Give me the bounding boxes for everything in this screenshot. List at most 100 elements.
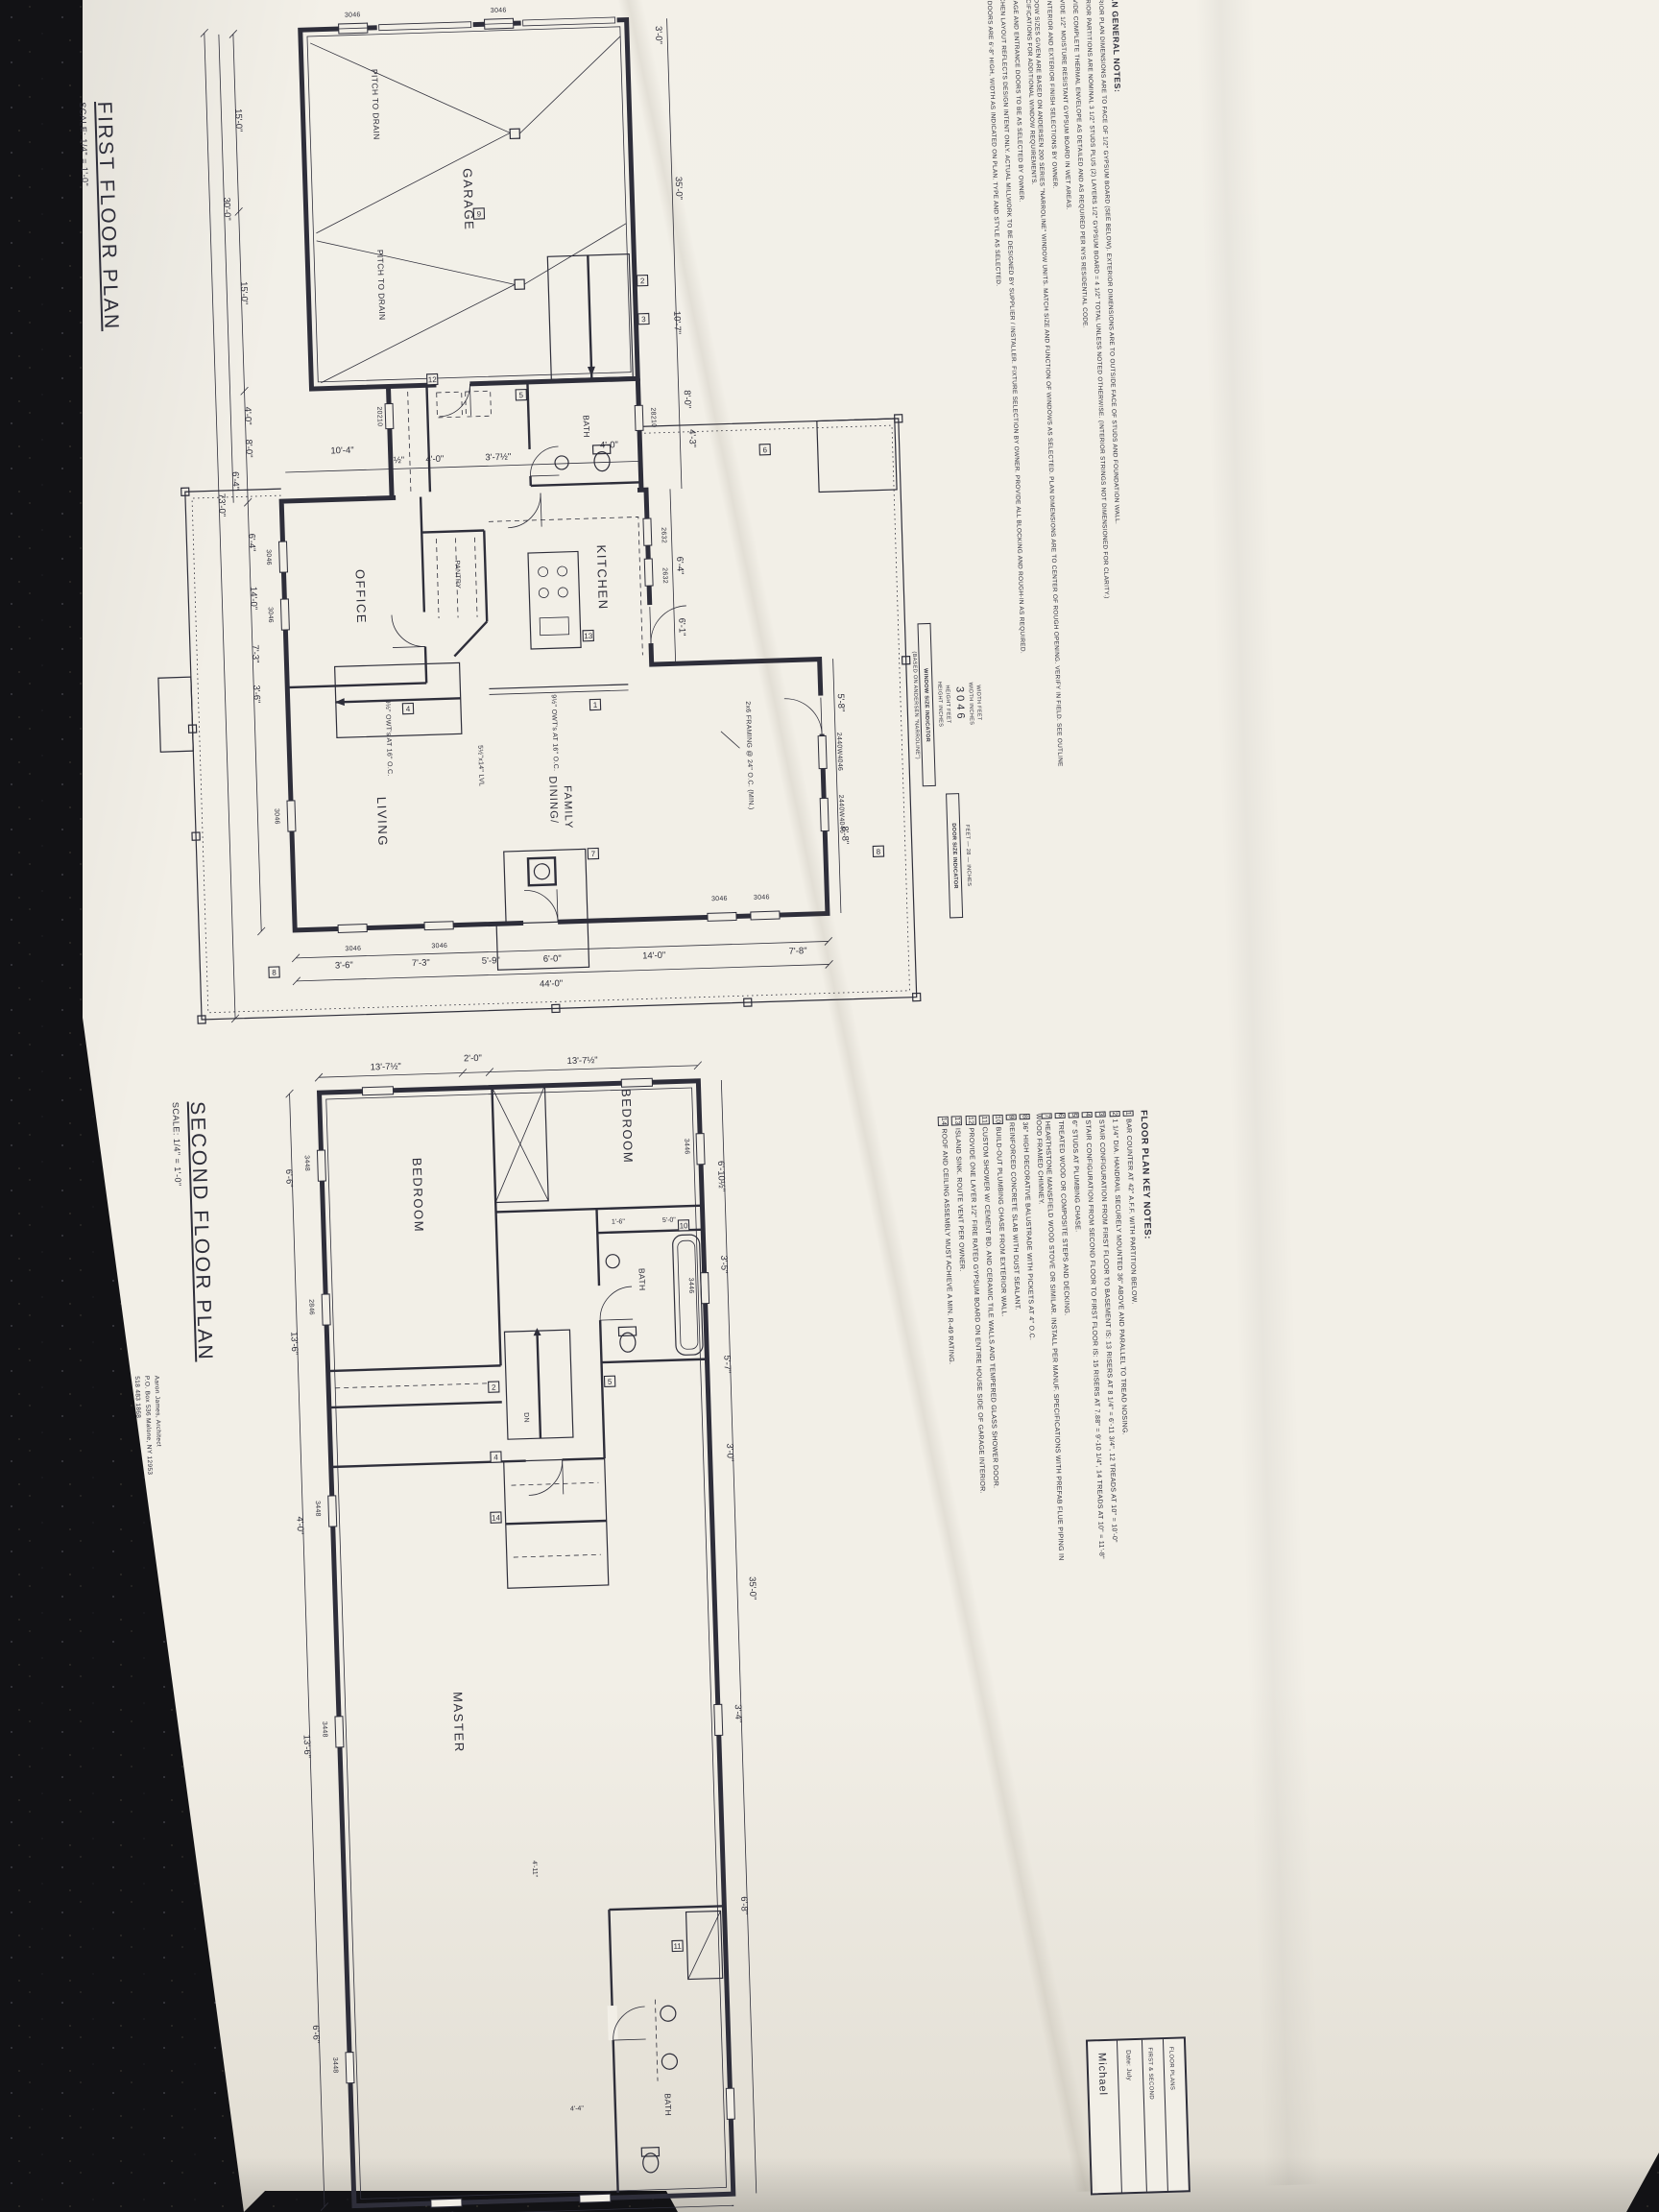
key-note-tag: 6 [758,444,771,456]
keynote-number: 6 [1054,1112,1066,1119]
keynote-text: REINFORCED CONCRETE SLAB WITH DUST SEALA… [1007,1121,1021,1310]
dim-label: 14'-0" [642,950,666,962]
dim-label: 7'-3" [250,644,261,662]
keynote-number: 1 [1122,1110,1134,1118]
dim-label: 15'-0" [238,281,250,305]
window-label: 3446 [683,1139,690,1155]
window-label: 3046 [491,7,507,14]
keynote-text: 6" STUDS AT PLUMBING CHASE. [1070,1119,1081,1233]
sf-interior-walls [327,1085,725,2194]
keynote-number: 3 [1095,1111,1107,1118]
key-note-tag: 1 [589,698,602,711]
deck-steps-left [157,676,194,753]
page-title: FIRST FLOOR PLAN [93,101,123,332]
dim-label: 4'-11" [531,1861,539,1878]
dim-label: 8'-0" [682,390,693,408]
architect-stamp: Aaron James, Architect P.O. Box 536 Malo… [132,1376,166,1550]
keynote-number: 7 [1041,1113,1052,1119]
dim-label: 4'-0" [600,440,618,451]
window-label: 2632 [660,527,667,543]
key-note-tag: 7 [587,847,600,860]
svg-text:7: 7 [591,850,596,858]
svg-text:2: 2 [492,1383,496,1392]
dim-label: 6'-8" [738,1896,750,1914]
key-note-tag: 8 [268,966,280,978]
key-note-tag: 12 [426,373,439,386]
second-floor-plan-drawing: BEDROOM BEDROOM MASTER BATH BATH DN 3448… [283,1053,757,2212]
key-note-tag: 5 [515,388,528,401]
room-label-dining: DINING/ [546,776,560,824]
stair-direction-label: DN [522,1412,529,1423]
svg-text:2: 2 [640,276,645,285]
key-note-tag: 2 [488,1381,500,1393]
keynote-number: 4 [1081,1111,1094,1118]
dim-label: 3'-6" [335,960,353,972]
dim-label: 15'-0" [232,108,244,132]
window-label: 3448 [331,2057,339,2074]
window-label: 3448 [314,1501,322,1517]
dim-label: 6'-6" [283,1169,295,1188]
office-walls [287,496,430,689]
key-note-tag: 3 [637,312,650,325]
dim-label: 35'-0" [673,177,685,201]
dim-label: 13'-7½" [371,1061,401,1072]
title-block: Michael Date: July FIRST & SECOND FLOOR … [1085,2036,1190,2196]
joist-callout: 9½" OWT's AT 16" O.C. [550,694,561,771]
room-label-bath: BATH [662,2093,673,2116]
room-label-family: FAMILY [562,785,574,830]
key-note-tag: 13 [582,629,594,642]
dim-label: 13'-6" [288,1332,300,1356]
dim-label: 4'-3" [686,429,698,447]
dimension-lines [200,18,842,1023]
window-label: 28210 [649,407,657,427]
dim-label: 14'-0" [248,587,259,611]
dim-label: 73'-0" [216,493,228,517]
svg-text:6: 6 [762,445,767,454]
key-note-tag: 4 [490,1451,502,1463]
key-note-tag: 4 [401,702,415,715]
room-label-master: MASTER [450,1692,467,1753]
window-label: 2846 [307,1299,315,1315]
second-floor-plan-title: SECOND FLOOR PLAN SCALE: 1/4" = 1'-0" [171,1101,219,1448]
room-label-bedroom: BEDROOM [410,1158,426,1234]
sf-stair [503,1328,574,1440]
dim-label: 4'-4" [570,2105,585,2112]
dim-label: 5'-0" [662,1217,677,1224]
room-label-bath: BATH [582,415,592,438]
mudroom-walls [384,378,644,498]
keynote-text: BUILD-OUT PLUMBING CHASE FROM EXTERIOR W… [994,1126,1007,1317]
room-label-kitchen: KITCHEN [594,544,611,611]
keynote-text: 36" HIGH DECORATIVE BALUSTRADE WITH PICK… [1021,1121,1035,1341]
keynote-number: 9 [1005,1114,1017,1120]
garage-floor-drains [310,36,627,384]
svg-text:13: 13 [584,632,593,640]
dim-label: 7'-3" [412,957,430,969]
window-label: 3446 [687,1278,695,1294]
first-floor-plan-title: FIRST FLOOR PLAN SCALE: 1/4" = 1'-0" [78,101,126,447]
window-label: 3448 [303,1155,311,1171]
sheet-name-line2: FLOOR PLANS [1167,2046,1175,2091]
window-label: 3046 [711,896,728,903]
wood-stove-hearth [503,848,589,925]
key-note-tag: 9 [472,207,486,220]
svg-text:8: 8 [272,969,276,977]
svg-text:4: 4 [406,705,411,713]
room-label-bedroom: BEDROOM [619,1089,636,1165]
basement-stair [546,252,634,380]
window-label: 3046 [345,946,361,953]
room-label-pantry: PANTRY [453,561,461,589]
dim-label: 6'-0" [543,953,562,965]
window-label: 3046 [431,943,447,950]
framing-callout: 2x6 FRAMING @ 24" O.C. (MIN.) [744,701,755,809]
key-note-tag: 10 [677,1219,690,1232]
keynote-number: 13 [951,1116,963,1126]
beam-callout: 5½"x14" LVL [476,745,485,786]
dim-label: 6'-4" [246,533,257,551]
sf-exterior-walls [316,1077,736,2209]
window-label: 20210 [375,406,383,426]
kitchen-casework [488,517,643,695]
keynote-text: BAR COUNTER AT 42" A.F.F. WITH PARTITION… [1124,1118,1138,1305]
dim-label: 3'-0" [653,26,664,44]
keynote-text: ISLAND SINK. ROUTE VENT PER OWNER. [953,1127,966,1272]
